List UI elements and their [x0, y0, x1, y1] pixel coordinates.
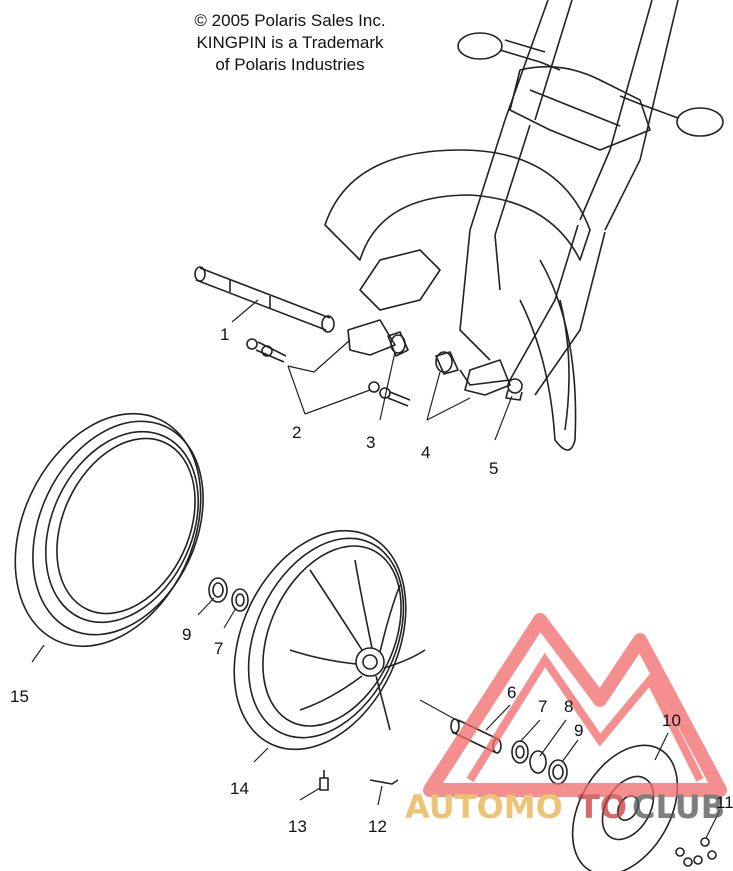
watermark-text-1: AUTOMO [405, 788, 563, 826]
callout-1: 1 [220, 325, 229, 344]
watermark-text-3: CLUB [632, 788, 725, 826]
callout-13: 13 [288, 817, 307, 836]
axle-spacers [387, 331, 459, 375]
caliper-bolt [505, 378, 523, 401]
left-seal-and-bearing [208, 577, 249, 612]
valve-stem [319, 770, 329, 791]
callout-6: 6 [507, 683, 516, 702]
callout-9-left: 9 [182, 625, 191, 644]
callout-7-right: 7 [538, 697, 547, 716]
front-tire [14, 412, 204, 648]
fork-lower-bracket [347, 249, 511, 396]
callout-3: 3 [366, 433, 375, 452]
fork-tubes [459, 0, 679, 396]
watermark-logo: AUTOMO TO CLUB [405, 613, 727, 826]
watermark-text-2: TO [578, 788, 627, 826]
rotor-bolts [675, 837, 717, 867]
trademark-line: KINGPIN is a Trademark [196, 33, 384, 52]
copyright-notice: © 2005 Polaris Sales Inc. KINGPIN is a T… [150, 10, 430, 76]
callout-2: 2 [292, 423, 301, 442]
callout-8: 8 [564, 697, 573, 716]
callout-10: 10 [662, 711, 681, 730]
callout-9-right: 9 [574, 721, 583, 740]
leader-lines [31, 299, 721, 839]
callout-14: 14 [230, 779, 249, 798]
balance-weight-clip [369, 779, 399, 785]
trademark-owner-line: of Polaris Industries [215, 55, 365, 74]
front-wheel-rim [233, 529, 426, 751]
copyright-line: © 2005 Polaris Sales Inc. [194, 11, 386, 30]
callout-4: 4 [421, 443, 430, 462]
callout-15: 15 [10, 687, 29, 706]
callout-7-left: 7 [214, 639, 223, 658]
callout-labels: 1 2 3 4 5 6 7 8 9 10 11 12 13 14 15 9 7 [10, 325, 733, 836]
callout-5: 5 [489, 459, 498, 478]
front-axle [194, 266, 335, 333]
handlebar-assembly [457, 32, 724, 151]
callout-12: 12 [368, 817, 387, 836]
pinch-bolts [246, 338, 411, 407]
callout-11: 11 [716, 793, 733, 812]
front-fender [324, 149, 591, 451]
